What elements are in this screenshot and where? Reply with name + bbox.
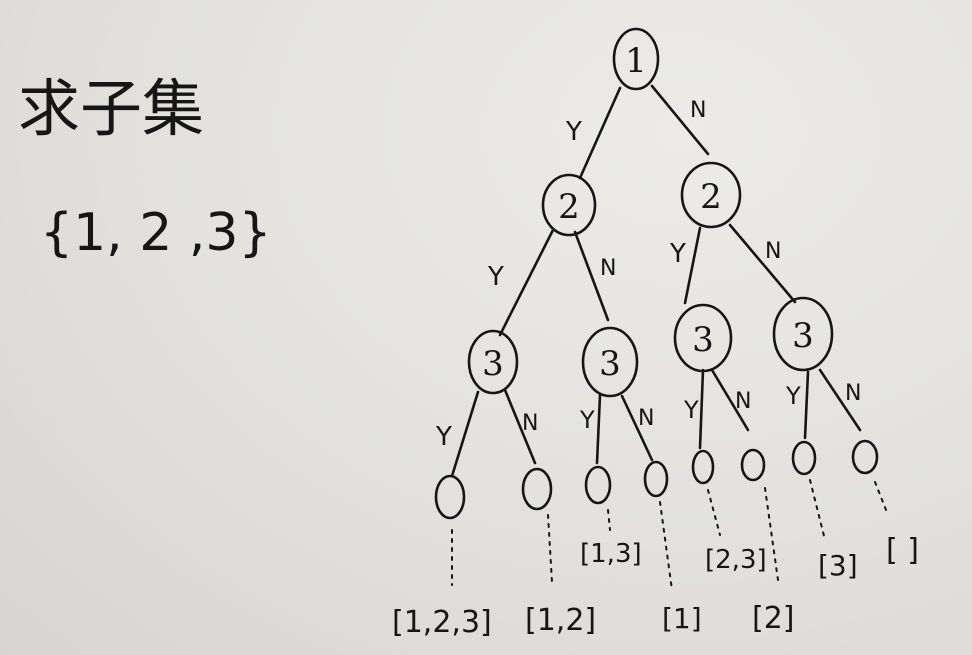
- label-l3c-no: N: [735, 389, 751, 414]
- label-l3a-no: N: [522, 411, 538, 436]
- label-root-yes: Y: [565, 117, 582, 147]
- dots-leaf-6: [764, 487, 779, 581]
- edge-root-no: [650, 84, 710, 156]
- dots-leaf-8: [874, 481, 889, 516]
- leaf-node-8: [851, 439, 879, 475]
- dots-leaf-2: [547, 514, 553, 583]
- node-l2a: [541, 173, 597, 237]
- edge-l2b-no: [728, 223, 797, 304]
- leaf-node-3: [584, 465, 612, 505]
- subset-label-2: [1,2]: [525, 603, 596, 638]
- label-l2a-yes: Y: [487, 262, 504, 292]
- edge-l3c-no: [710, 368, 750, 432]
- node-l3c-label: 3: [692, 320, 714, 360]
- node-root: [612, 27, 660, 91]
- title: 求子集: [18, 72, 204, 145]
- leaf-node-7: [791, 440, 817, 476]
- node-root-label: 1: [625, 41, 647, 81]
- edge-l3d-no: [818, 368, 862, 432]
- subset-label-3: [1,3]: [580, 539, 642, 569]
- label-l3d-yes: Y: [785, 382, 801, 410]
- edge-l3a-no: [503, 388, 537, 465]
- node-l3a: [467, 329, 519, 395]
- subset-label-5: [2,3]: [705, 545, 767, 575]
- label-l3a-yes: Y: [435, 422, 452, 452]
- label-l3d-no: N: [845, 381, 861, 406]
- dots-leaf-3: [607, 509, 611, 531]
- subset-label-1: [1,2,3]: [392, 605, 492, 640]
- edge-l3c-yes: [698, 368, 705, 450]
- leaf-node-5: [691, 449, 715, 485]
- leaf-node-4: [643, 460, 669, 498]
- subset-label-7: [3]: [818, 549, 858, 582]
- node-l2a-label: 2: [558, 187, 580, 227]
- subset-label-8: [ ]: [886, 533, 919, 568]
- leaf-node-1: [434, 474, 466, 520]
- node-l3d-label: 3: [792, 316, 814, 356]
- dots-leaf-5: [707, 489, 721, 536]
- subset-label-4: [1]: [662, 602, 702, 635]
- leaf-node-2: [521, 467, 553, 511]
- node-l3c: [673, 303, 733, 373]
- edge-l2a-yes: [498, 228, 555, 337]
- dots-leaf-7: [809, 479, 826, 541]
- subset-label-6: [2]: [752, 601, 795, 636]
- label-l3c-yes: Y: [683, 396, 699, 424]
- label-l3b-yes: Y: [579, 406, 595, 434]
- edge-l3b-no: [620, 394, 654, 462]
- node-l3d: [772, 296, 834, 372]
- dots-leaf-4: [659, 501, 673, 591]
- label-l2b-no: N: [765, 239, 781, 264]
- edge-l3d-yes: [803, 370, 810, 440]
- node-l3b: [581, 326, 639, 398]
- set-notation: {1, 2 ,3}: [40, 203, 272, 263]
- label-l2a-no: N: [600, 256, 616, 281]
- node-l2b: [680, 161, 742, 229]
- node-l3b-label: 3: [599, 344, 621, 384]
- label-l3b-no: N: [638, 406, 654, 431]
- edge-l2a-no: [573, 230, 610, 322]
- leaf-node-6: [740, 448, 766, 482]
- label-root-no: N: [690, 98, 706, 123]
- edge-l3b-yes: [595, 393, 602, 465]
- node-l3a-label: 3: [482, 344, 504, 384]
- label-l2b-yes: Y: [669, 239, 686, 269]
- edge-l2b-yes: [683, 226, 702, 305]
- edge-root-yes: [578, 86, 622, 180]
- edge-l3a-yes: [450, 390, 480, 478]
- node-l2b-label: 2: [700, 177, 722, 217]
